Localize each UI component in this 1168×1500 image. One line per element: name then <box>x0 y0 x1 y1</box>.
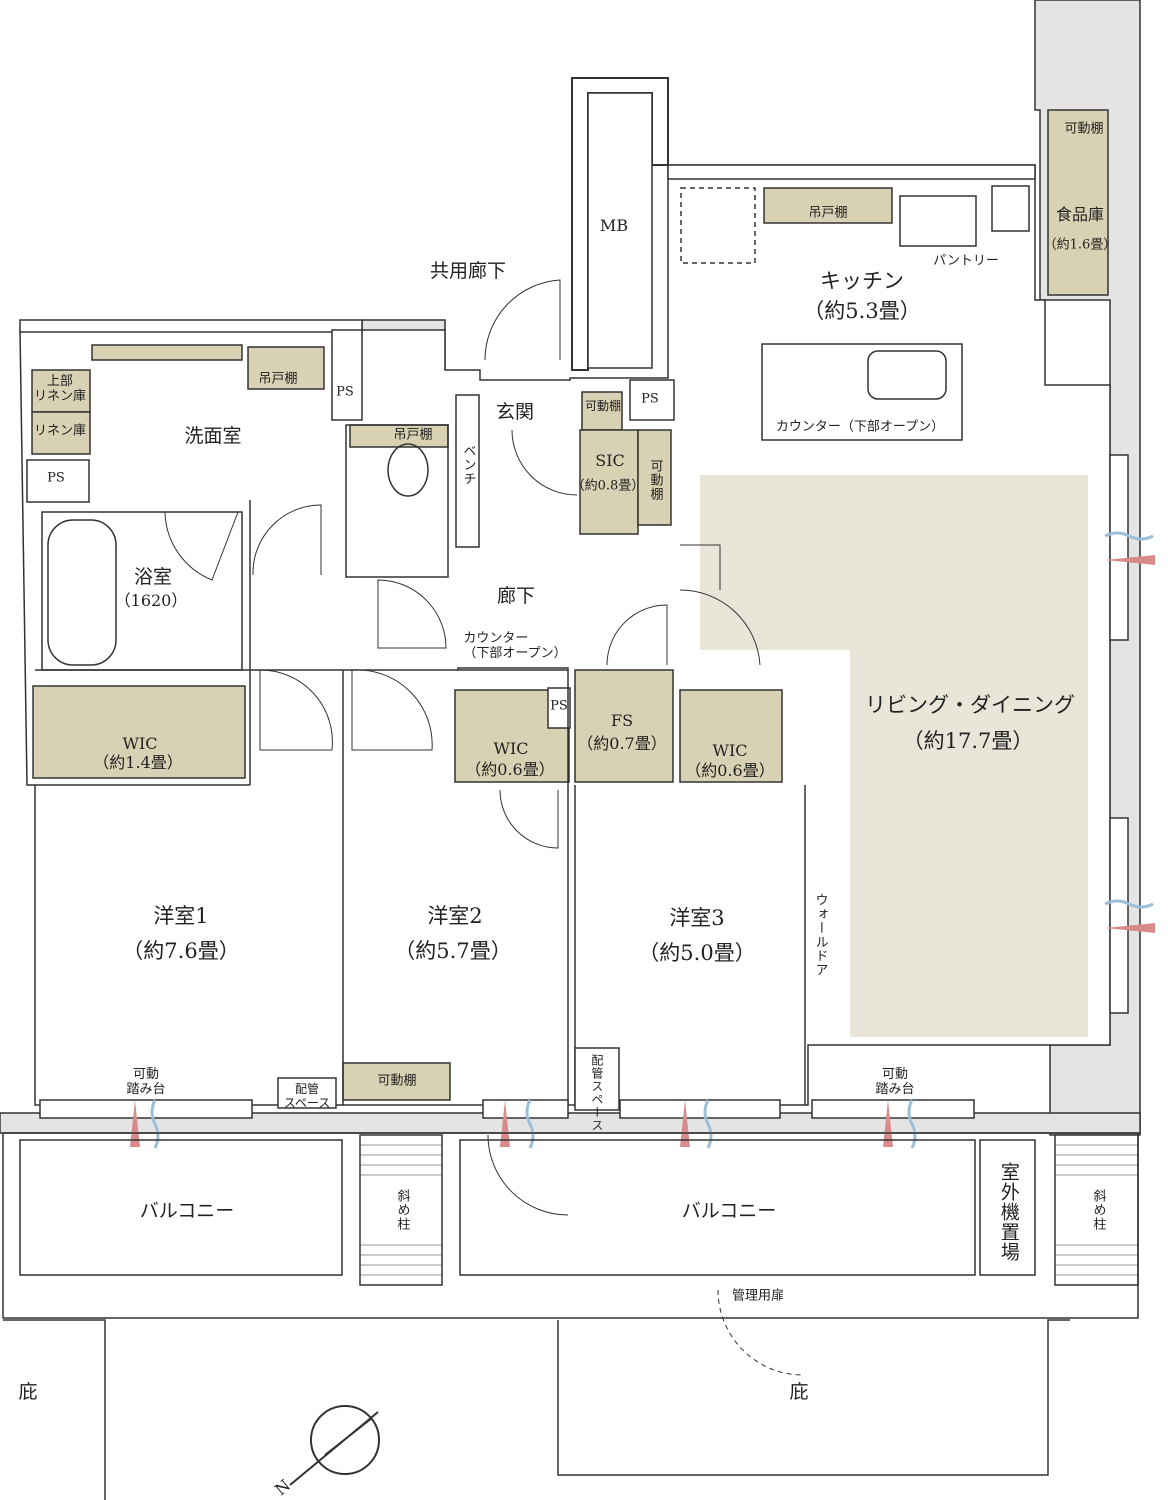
ps-left-label: PS <box>47 470 65 486</box>
ps-mid-label: PS <box>550 698 568 714</box>
eave2-label: 庇 <box>789 1381 809 1404</box>
upper-linen-label: 上部 リネン庫 <box>33 374 87 404</box>
washroom-label: 洗面室 <box>184 425 242 448</box>
wic3-area: （約0.6畳） <box>685 760 775 780</box>
kitchen-area: （約5.3畳） <box>803 298 921 323</box>
room2-shelf <box>342 1062 451 1101</box>
living-area: （約17.7畳） <box>902 728 1034 753</box>
kitchen-hanging-shelf-label: 吊戸棚 <box>808 205 848 221</box>
pillar1 <box>359 1134 443 1286</box>
hall-counter-label: カウンター （下部オープン） <box>463 631 567 661</box>
eave1-label: 庇 <box>18 1381 38 1404</box>
linen <box>31 411 91 455</box>
entrance-label: 玄関 <box>495 401 535 424</box>
wic3 <box>679 689 783 783</box>
pipe-space2-label: 配管スペース <box>589 1054 604 1132</box>
outdoor-unit-label: 室外機置場 <box>997 1162 1020 1262</box>
room1-area: （約7.6畳） <box>122 938 240 963</box>
fs <box>574 669 674 783</box>
food-storage <box>1047 109 1109 296</box>
room2-shelf-label: 可動棚 <box>377 1073 417 1089</box>
service-door-label: 管理用扉 <box>731 1288 785 1305</box>
kitchen-shelf <box>763 187 893 224</box>
wic2-label: WIC <box>493 738 529 758</box>
linen-label: リネン庫 <box>33 423 87 439</box>
pipe-space1-label: 配管 スペース <box>283 1082 331 1110</box>
bench-label: ベンチ <box>460 444 476 486</box>
balcony-left <box>19 1139 343 1276</box>
room1-label: 洋室1 <box>153 903 209 928</box>
food-storage-label: 食品庫 <box>1055 204 1105 224</box>
room2-label: 洋室2 <box>427 903 483 928</box>
sic-shelf-top <box>581 391 623 431</box>
living-label: リビング・ダイニング <box>865 692 1075 717</box>
ps-wash-label: PS <box>336 384 354 400</box>
balcony2-label: バルコニー <box>681 1200 777 1223</box>
sic-label: SIC <box>595 450 625 470</box>
living-floor <box>700 475 1088 1037</box>
balcony1-label: バルコニー <box>139 1200 235 1223</box>
sic-side-shelf-label: 可動棚 <box>647 459 663 501</box>
room3-area: （約5.0畳） <box>638 940 756 965</box>
sic <box>579 429 639 535</box>
wall-door-label: ウォールドア <box>812 893 828 977</box>
diag-pillar2-label: 斜め柱 <box>1090 1189 1106 1231</box>
fs-label: FS <box>610 710 634 730</box>
toilet-hanging-shelf-label: 吊戸棚 <box>393 427 433 443</box>
wash-counter-top <box>91 344 243 361</box>
eave-left <box>3 1319 106 1500</box>
sic-shelf-label: 可動棚 <box>584 399 622 414</box>
food-storage-area: （約1.6畳） <box>1043 237 1117 253</box>
room2-area: （約5.7畳） <box>394 938 512 963</box>
wic3-label: WIC <box>712 740 748 760</box>
wash-hanging-shelf-label: 吊戸棚 <box>258 371 298 387</box>
mb-label: MB <box>599 215 629 235</box>
sic-area: （約0.8畳） <box>571 478 645 494</box>
pantry-shelf-label: 可動棚 <box>1064 121 1104 137</box>
wic1-label: WIC <box>122 733 158 753</box>
eave-right <box>557 1319 1070 1476</box>
diag-pillar1-label: 斜め柱 <box>394 1189 410 1231</box>
bathroom-size: （1620） <box>114 590 188 610</box>
sic-side <box>637 429 672 526</box>
hallway-label: 廊下 <box>496 585 536 608</box>
wic1-area: （約1.4畳） <box>93 752 183 772</box>
pantry-label: パントリー <box>933 253 999 269</box>
step2-label: 可動 踏み台 <box>875 1067 915 1097</box>
fs-area: （約0.7畳） <box>577 733 667 753</box>
room3-label: 洋室3 <box>669 905 725 930</box>
wash-hanging-shelf <box>247 346 325 390</box>
wic2-area: （約0.6畳） <box>465 759 555 779</box>
kitchen-label: キッチン <box>820 268 904 293</box>
ps-entry-label: PS <box>641 391 659 407</box>
bathroom-label: 浴室 <box>133 566 173 589</box>
kitchen-counter-label: カウンター（下部オープン） <box>775 419 945 435</box>
outdoor-unit-space <box>979 1139 1036 1276</box>
wic1 <box>32 685 246 779</box>
compass-icon <box>289 1405 380 1486</box>
common-corridor-label: 共用廊下 <box>429 260 507 283</box>
balcony-right <box>459 1139 976 1276</box>
step1-label: 可動 踏み台 <box>126 1067 166 1097</box>
